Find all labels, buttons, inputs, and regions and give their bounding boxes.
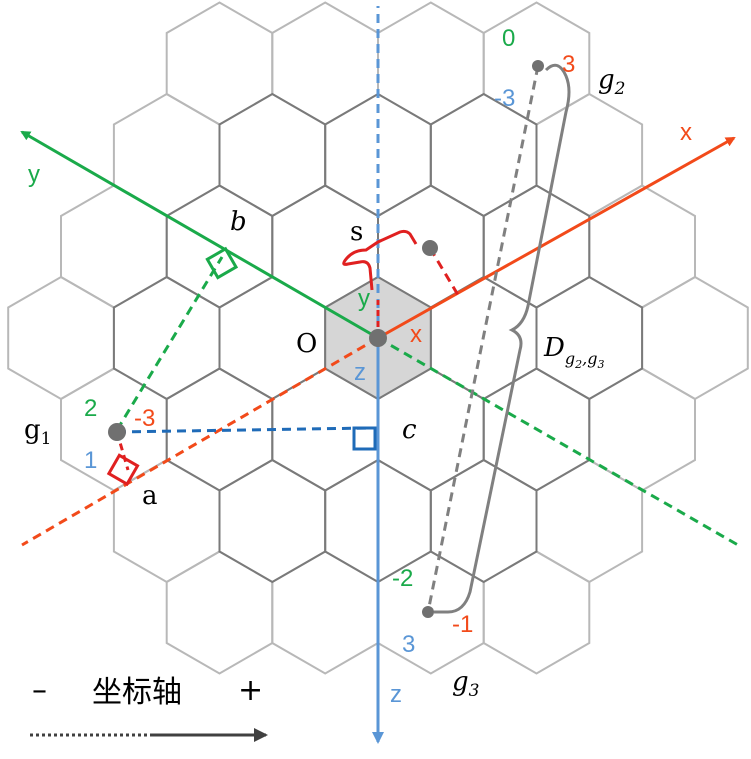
distance-bracket [434, 63, 571, 614]
hex-cell [641, 275, 749, 401]
right-angle-marker-c [352, 426, 377, 451]
label-axis-y: y [28, 161, 40, 188]
g2-coord-x: 3 [562, 51, 575, 78]
y-axis [20, 130, 379, 340]
g1-coord-x: -3 [134, 405, 155, 432]
legend-plus: + [238, 673, 263, 708]
hex-cell [535, 458, 644, 584]
label-distance: Dg2,g3 [543, 333, 604, 371]
x-axis [377, 136, 736, 340]
label-origin-y: y [358, 285, 370, 312]
point-g1 [108, 423, 126, 441]
g2-coord-z: -3 [494, 85, 515, 112]
point-s [422, 240, 438, 256]
g3-coord-y: -2 [392, 565, 413, 592]
legend-text: 坐标轴 [92, 675, 182, 710]
s-bracket [342, 229, 418, 291]
label-g3: g3 [452, 667, 479, 701]
hex-cell [271, 550, 379, 675]
x-axis-negative [21, 336, 379, 547]
label-origin: O [296, 329, 317, 359]
hex-cell [165, 550, 274, 675]
label-axis-x: x [680, 119, 692, 146]
label-origin-z: z [354, 359, 366, 386]
g2-g3-line [426, 65, 540, 613]
label-origin-x: x [410, 321, 422, 348]
perp-g1-to-z [116, 426, 371, 434]
right-angle-marker-a [106, 453, 140, 487]
hex-cell [271, 1, 379, 126]
g1-coord-z: 1 [84, 447, 97, 474]
label-b: b [230, 207, 247, 237]
label-g2: g2 [598, 65, 625, 99]
g3-coord-x: -1 [452, 611, 473, 638]
label-a: a [142, 481, 158, 511]
label-c: c [402, 415, 417, 445]
hex-cell [482, 184, 591, 309]
y-axis-negative [377, 336, 739, 547]
hex-cell [377, 1, 485, 126]
point-g2 [532, 60, 544, 72]
hex-cell [588, 367, 696, 492]
right-angle-marker-b [205, 246, 239, 280]
point-g3 [422, 606, 434, 618]
hex-cell [165, 1, 274, 126]
g1-coord-y: 2 [84, 395, 97, 422]
hex-cell [482, 550, 591, 675]
hex-cell [112, 275, 221, 401]
legend-minus: – [32, 673, 47, 708]
hex-cell [218, 92, 327, 218]
hex-cell [112, 92, 221, 218]
s-distance-line [428, 247, 460, 296]
hex-cell [218, 458, 327, 584]
label-s: s [350, 217, 363, 247]
g2-coord-y: 0 [502, 25, 515, 52]
hex-cell [7, 275, 115, 401]
perp-g1-to-y [115, 256, 224, 431]
hex-cell [60, 184, 168, 309]
hex-cell [588, 184, 696, 309]
label-axis-z: z [390, 681, 402, 708]
g3-coord-z: 3 [402, 631, 415, 658]
label-g1: g1 [24, 415, 51, 449]
point-origin [369, 329, 387, 347]
